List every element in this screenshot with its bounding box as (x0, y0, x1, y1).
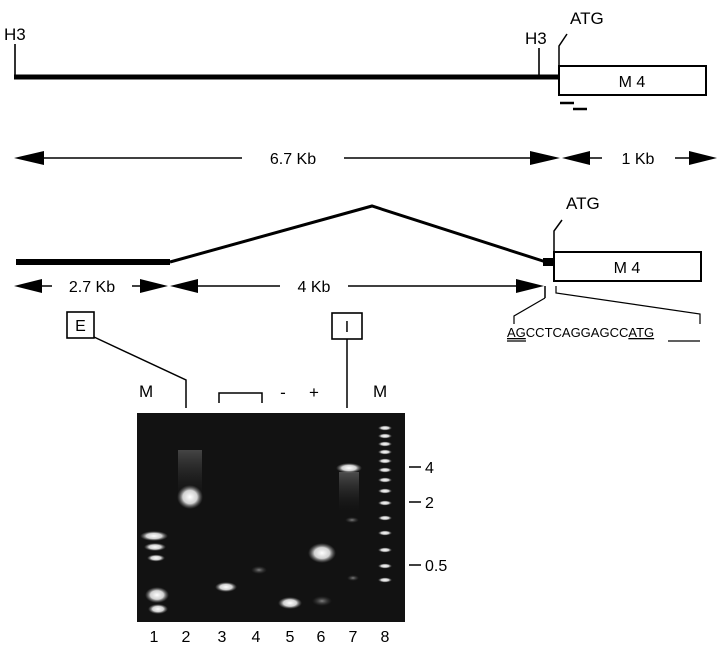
faint-band (312, 596, 332, 606)
probe-e-label: E (75, 318, 86, 335)
size-label-4: 4 (425, 460, 434, 477)
lane-bracket (218, 392, 263, 403)
probe-i: I (331, 312, 363, 408)
probe-e-box (66, 311, 95, 339)
lane-number: 5 (286, 629, 295, 646)
gel-image (137, 413, 405, 622)
lane-number: 2 (182, 629, 191, 646)
lane-number: 1 (150, 629, 159, 646)
band (148, 604, 168, 614)
ladder (378, 425, 392, 583)
atg-label: ATG (566, 194, 600, 213)
exon-box (558, 65, 707, 96)
h3-site-left-label: H3 (4, 25, 26, 44)
band (147, 554, 165, 562)
sequence-acceptor: AG (507, 325, 526, 340)
band (140, 531, 168, 541)
distance-arrow-intron (14, 151, 560, 165)
band (215, 582, 237, 592)
sequence-bracket (555, 286, 701, 324)
lane-number: 8 (381, 629, 390, 646)
distance-arrow-exon1 (14, 279, 168, 293)
band (278, 597, 302, 609)
gel-background (137, 413, 405, 622)
band (144, 543, 166, 551)
splice-map: M 4 ATG 2.7 Kb 4 Kb AGCCTCAGGAGCCATG (14, 194, 702, 342)
size-markers: 4 2 0.5 (409, 460, 447, 575)
lane-number: 4 (252, 629, 261, 646)
negative-control-label: - (280, 383, 286, 402)
size-label-0-5: 0.5 (425, 558, 447, 575)
splice-site-marker (543, 258, 553, 266)
atg-label: ATG (570, 9, 604, 28)
band (145, 587, 169, 603)
faint-band (347, 575, 359, 581)
probe-e: E (66, 311, 187, 408)
exon-label: M 4 (619, 74, 646, 91)
distance-label-exon1: 2.7 Kb (69, 279, 115, 296)
atg-pointer (553, 219, 563, 252)
exon-label: M 4 (614, 260, 641, 277)
exon-box (553, 251, 702, 282)
faint-band (345, 517, 359, 523)
sequence-start-codon: ATG (628, 325, 654, 340)
distance-label-exon: 1 Kb (622, 151, 655, 168)
marker-lane-label-left: M (139, 382, 153, 401)
distance-arrow-exon (562, 151, 717, 165)
distance-label-intron: 4 Kb (298, 279, 331, 296)
lane-number: 3 (218, 629, 227, 646)
band (336, 463, 362, 473)
lane-number: 7 (349, 629, 358, 646)
band (308, 543, 336, 563)
genomic-map: H3 H3 M 4 ATG 6.7 Kb 1 Kb (4, 9, 717, 168)
splice-junction (169, 204, 547, 264)
faint-band (251, 566, 267, 574)
probe-i-label: I (345, 319, 349, 336)
sequence-body: CCTCAGGAGCC (526, 325, 629, 340)
marker-lane-label-right: M (373, 382, 387, 401)
size-label-2: 2 (425, 495, 434, 512)
band (177, 485, 203, 509)
h3-site-right-label: H3 (525, 29, 547, 48)
sequence-bracket-left (513, 297, 546, 324)
lane-numbers: 1 2 3 4 5 6 7 8 (150, 629, 390, 646)
lane-number: 6 (317, 629, 326, 646)
positive-control-label: + (309, 383, 319, 402)
probe-e-connector (93, 336, 187, 408)
junction-sequence: AGCCTCAGGAGCCATG (507, 325, 654, 340)
distance-label-intron: 6.7 Kb (270, 151, 316, 168)
atg-pointer (558, 33, 568, 66)
distance-arrow-intron (170, 279, 544, 293)
smear (339, 472, 359, 512)
